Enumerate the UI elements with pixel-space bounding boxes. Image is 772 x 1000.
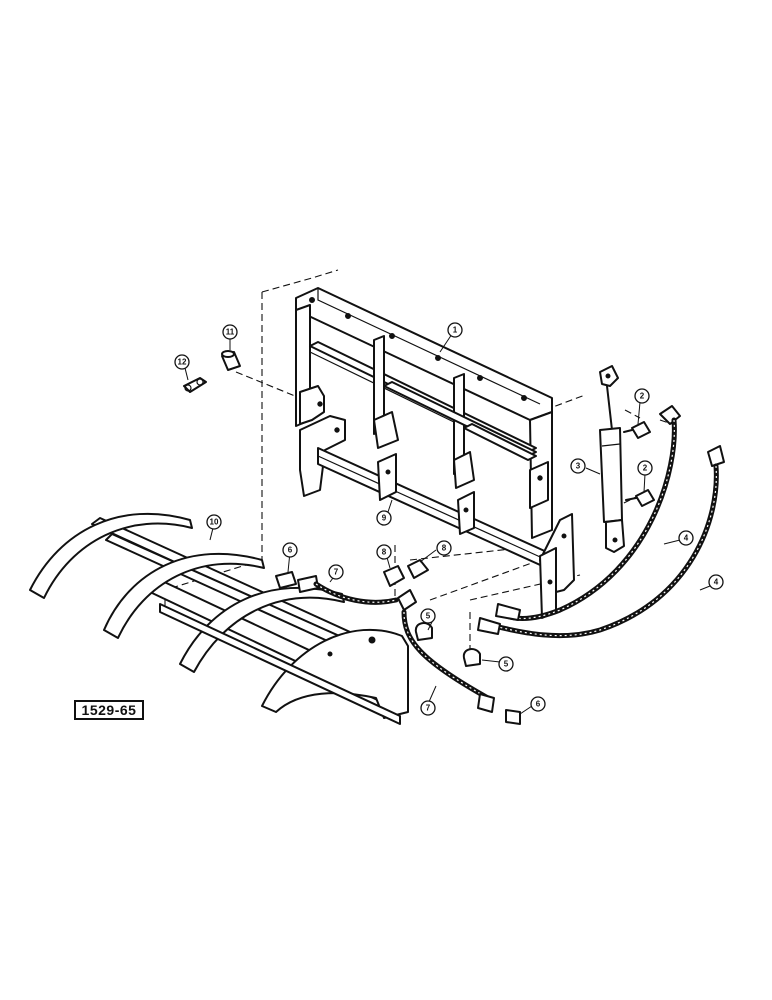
svg-text:7: 7 bbox=[334, 568, 339, 577]
hose-clamp-upper bbox=[414, 622, 433, 641]
callout-7-lower: 7 bbox=[420, 700, 436, 716]
callout-6-right: 6 bbox=[530, 696, 546, 712]
svg-text:4: 4 bbox=[714, 578, 719, 587]
callout-8-right: 8 bbox=[436, 540, 452, 556]
callout-2-upper: 2 bbox=[634, 388, 650, 404]
callout-4-upper: 4 bbox=[678, 530, 694, 546]
svg-text:8: 8 bbox=[382, 548, 387, 557]
svg-text:11: 11 bbox=[226, 328, 235, 337]
callout-10: 10 bbox=[206, 514, 222, 530]
lower-mounting-bar bbox=[299, 415, 575, 619]
svg-text:5: 5 bbox=[504, 660, 509, 669]
svg-text:2: 2 bbox=[640, 392, 645, 401]
callout-9: 9 bbox=[376, 510, 392, 526]
svg-text:5: 5 bbox=[426, 612, 431, 621]
svg-text:6: 6 bbox=[536, 700, 541, 709]
hose-clamp-lower bbox=[462, 648, 481, 667]
svg-text:10: 10 bbox=[210, 518, 219, 527]
cylinder-hoses bbox=[477, 405, 725, 639]
callout-5-lower: 5 bbox=[498, 656, 514, 672]
callout-8-left: 8 bbox=[376, 544, 392, 560]
mounting-frame bbox=[295, 287, 553, 539]
callout-2-lower: 2 bbox=[637, 460, 653, 476]
fitting-upper bbox=[623, 421, 651, 439]
callout-5-upper: 5 bbox=[420, 608, 436, 624]
lower-hoses bbox=[275, 559, 521, 725]
svg-text:9: 9 bbox=[382, 514, 387, 523]
svg-text:8: 8 bbox=[442, 544, 447, 553]
pin bbox=[221, 350, 241, 371]
callout-1: 1 bbox=[447, 322, 463, 338]
svg-text:1: 1 bbox=[453, 326, 458, 335]
svg-text:3: 3 bbox=[576, 462, 581, 471]
hydraulic-cylinder bbox=[599, 365, 625, 553]
svg-text:12: 12 bbox=[178, 358, 187, 367]
callout-12: 12 bbox=[174, 354, 190, 370]
callout-11: 11 bbox=[222, 324, 238, 340]
callout-3: 3 bbox=[570, 458, 586, 474]
fitting-lower bbox=[625, 489, 655, 507]
svg-text:4: 4 bbox=[684, 534, 689, 543]
callout-6-left: 6 bbox=[282, 542, 298, 558]
callout-4-lower: 4 bbox=[708, 574, 724, 590]
svg-text:6: 6 bbox=[288, 546, 293, 555]
svg-text:7: 7 bbox=[426, 704, 431, 713]
svg-text:2: 2 bbox=[643, 464, 648, 473]
figure-reference-label: 1529-65 bbox=[74, 700, 144, 720]
grapple-tines bbox=[29, 512, 409, 725]
callout-7-upper: 7 bbox=[328, 564, 344, 580]
clip bbox=[183, 377, 207, 393]
